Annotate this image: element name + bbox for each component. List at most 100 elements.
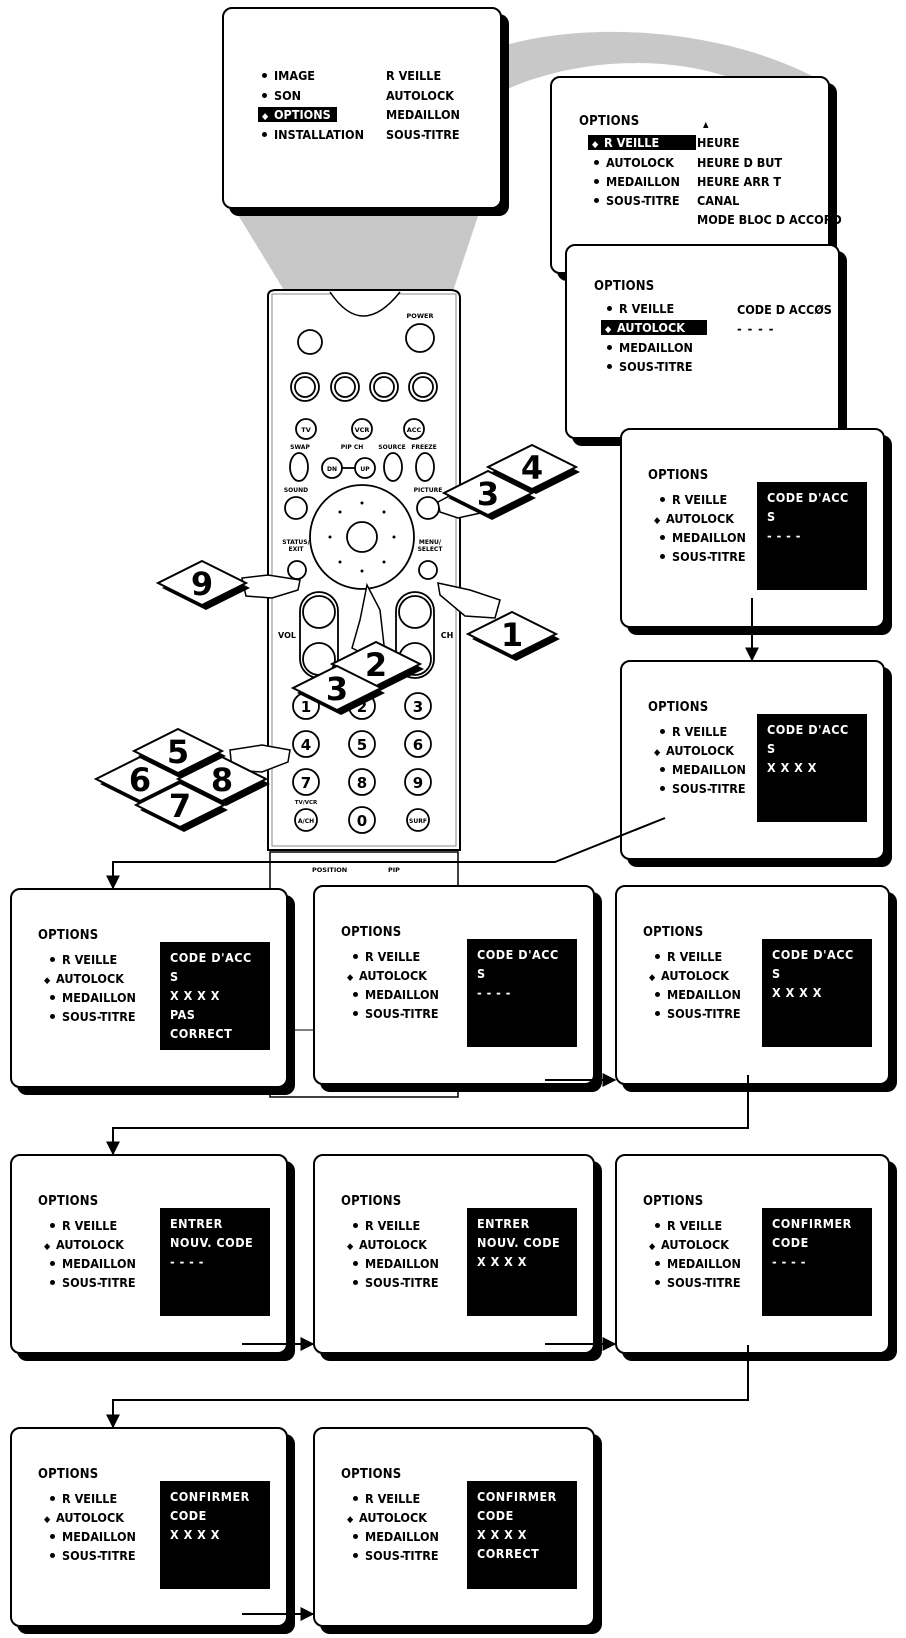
- option-soustitre[interactable]: SOUS-TITRE: [660, 781, 746, 796]
- option-medaillon[interactable]: MEDAILLON: [655, 987, 741, 1002]
- option-autolock[interactable]: ◆AUTOLOCK: [347, 1510, 427, 1525]
- menu-item-options[interactable]: ◆OPTIONS: [258, 107, 337, 122]
- menu-item-son[interactable]: SON: [262, 88, 301, 103]
- nav-dot: [392, 535, 396, 539]
- option-medaillon[interactable]: MEDAILLON: [607, 340, 693, 355]
- option-autolock[interactable]: AUTOLOCK: [594, 155, 674, 170]
- option-autolock[interactable]: ◆AUTOLOCK: [44, 971, 124, 986]
- code-display-line: CORRECT: [477, 1546, 540, 1561]
- nav-center: [346, 521, 378, 553]
- code-display-line: PAS CORRECT: [170, 1007, 233, 1041]
- option-autolock[interactable]: ◆AUTOLOCK: [649, 968, 729, 983]
- option-medaillon[interactable]: MEDAILLON: [594, 174, 680, 189]
- option-medaillon[interactable]: MEDAILLON: [50, 1529, 136, 1544]
- options-title: OPTIONS: [38, 1194, 99, 1209]
- code-display-line: X X X X: [477, 1254, 527, 1269]
- option-rveille[interactable]: R VEILLE: [660, 724, 727, 739]
- code-display-line: - - - -: [477, 985, 511, 1000]
- code-display-line: CODE D'ACC S: [772, 947, 854, 981]
- menu-sub-soustitre: SOUS-TITRE: [386, 127, 460, 142]
- option-soustitre[interactable]: SOUS-TITRE: [660, 549, 746, 564]
- options-title: OPTIONS: [594, 279, 655, 294]
- option-autolock[interactable]: ◆AUTOLOCK: [44, 1510, 124, 1525]
- vcr-button: [351, 418, 373, 440]
- tv-button: [295, 418, 317, 440]
- gray-swoosh: [450, 31, 820, 110]
- code-access-label: CODE D ACCØS: [737, 302, 832, 317]
- code-display-line: CODE: [772, 1235, 809, 1250]
- menu-item-installation[interactable]: INSTALLATION: [262, 127, 364, 142]
- source-label: SOURCE: [378, 444, 405, 451]
- option-rveille[interactable]: R VEILLE: [50, 952, 117, 967]
- menu-item-image[interactable]: IMAGE: [262, 68, 315, 83]
- number-button-9: [404, 768, 432, 796]
- option-medaillon[interactable]: MEDAILLON: [50, 1256, 136, 1271]
- freeze-button: [415, 452, 435, 482]
- option-soustitre[interactable]: SOUS-TITRE: [50, 1548, 136, 1563]
- option-soustitre[interactable]: SOUS-TITRE: [594, 193, 680, 208]
- option-medaillon[interactable]: MEDAILLON: [50, 990, 136, 1005]
- menu-select-label: MENU/: [419, 539, 442, 546]
- nav-dot: [328, 535, 332, 539]
- nav-dot: [382, 510, 386, 514]
- option-medaillon[interactable]: MEDAILLON: [353, 1256, 439, 1271]
- option-rveille[interactable]: R VEILLE: [50, 1218, 117, 1233]
- option-soustitre[interactable]: SOUS-TITRE: [353, 1275, 439, 1290]
- option-autolock[interactable]: ◆AUTOLOCK: [347, 1237, 427, 1252]
- code-display-line: CODE D'ACC S: [767, 490, 849, 524]
- menu-sub-autolock: AUTOLOCK: [386, 88, 454, 103]
- option-soustitre[interactable]: SOUS-TITRE: [655, 1275, 741, 1290]
- option-rveille[interactable]: R VEILLE: [655, 949, 722, 964]
- option-autolock[interactable]: ◆AUTOLOCK: [347, 968, 427, 983]
- option-rveille[interactable]: R VEILLE: [50, 1491, 117, 1506]
- code-display-line: X X X X: [170, 988, 220, 1003]
- option-autolock[interactable]: ◆AUTOLOCK: [654, 743, 734, 758]
- option-medaillon[interactable]: MEDAILLON: [353, 987, 439, 1002]
- option-rveille[interactable]: ◆R VEILLE: [588, 135, 696, 150]
- option-autolock[interactable]: ◆AUTOLOCK: [649, 1237, 729, 1252]
- option-soustitre[interactable]: SOUS-TITRE: [607, 359, 693, 374]
- option-medaillon[interactable]: MEDAILLON: [353, 1529, 439, 1544]
- dn-label: DN: [327, 466, 337, 473]
- options-title: OPTIONS: [643, 925, 704, 940]
- option-soustitre[interactable]: SOUS-TITRE: [50, 1009, 136, 1024]
- option-soustitre[interactable]: SOUS-TITRE: [655, 1006, 741, 1021]
- options-title: OPTIONS: [341, 1467, 402, 1482]
- option-autolock[interactable]: ◆AUTOLOCK: [654, 511, 734, 526]
- code-display-line: X X X X: [767, 760, 817, 775]
- sound-button: [284, 496, 308, 520]
- option-autolock[interactable]: ◆AUTOLOCK: [601, 320, 707, 335]
- option-rveille[interactable]: R VEILLE: [353, 1218, 420, 1233]
- option-medaillon[interactable]: MEDAILLON: [660, 762, 746, 777]
- tvvcr-label: TV/VCR: [295, 800, 318, 806]
- up-label: UP: [360, 466, 370, 473]
- number-label: 9: [413, 774, 423, 792]
- tv-label: TV: [301, 426, 310, 434]
- source-button: [383, 452, 403, 482]
- number-label: 1: [301, 698, 311, 716]
- vol-label: VOL: [278, 631, 296, 640]
- code-display-line: CODE: [477, 1508, 514, 1523]
- nav-dot: [360, 569, 364, 573]
- option-medaillon[interactable]: MEDAILLON: [655, 1256, 741, 1271]
- option-rveille[interactable]: R VEILLE: [353, 1491, 420, 1506]
- option-autolock[interactable]: ◆AUTOLOCK: [44, 1237, 124, 1252]
- option-medaillon[interactable]: MEDAILLON: [660, 530, 746, 545]
- option-soustitre[interactable]: SOUS-TITRE: [50, 1275, 136, 1290]
- option-rveille[interactable]: R VEILLE: [607, 301, 674, 316]
- ach-label: A/CH: [298, 818, 314, 825]
- nav-dot: [382, 560, 386, 564]
- option-soustitre[interactable]: SOUS-TITRE: [353, 1548, 439, 1563]
- number-label: 6: [413, 736, 423, 754]
- option-rveille[interactable]: R VEILLE: [660, 492, 727, 507]
- option-rveille[interactable]: R VEILLE: [655, 1218, 722, 1233]
- number-label: 5: [357, 736, 367, 754]
- option-rveille[interactable]: R VEILLE: [353, 949, 420, 964]
- options-screen-5: OPTIONS R VEILLE ◆AUTOLOCK MEDAILLON SOUS-TI…: [615, 885, 890, 1085]
- option-soustitre[interactable]: SOUS-TITRE: [353, 1006, 439, 1021]
